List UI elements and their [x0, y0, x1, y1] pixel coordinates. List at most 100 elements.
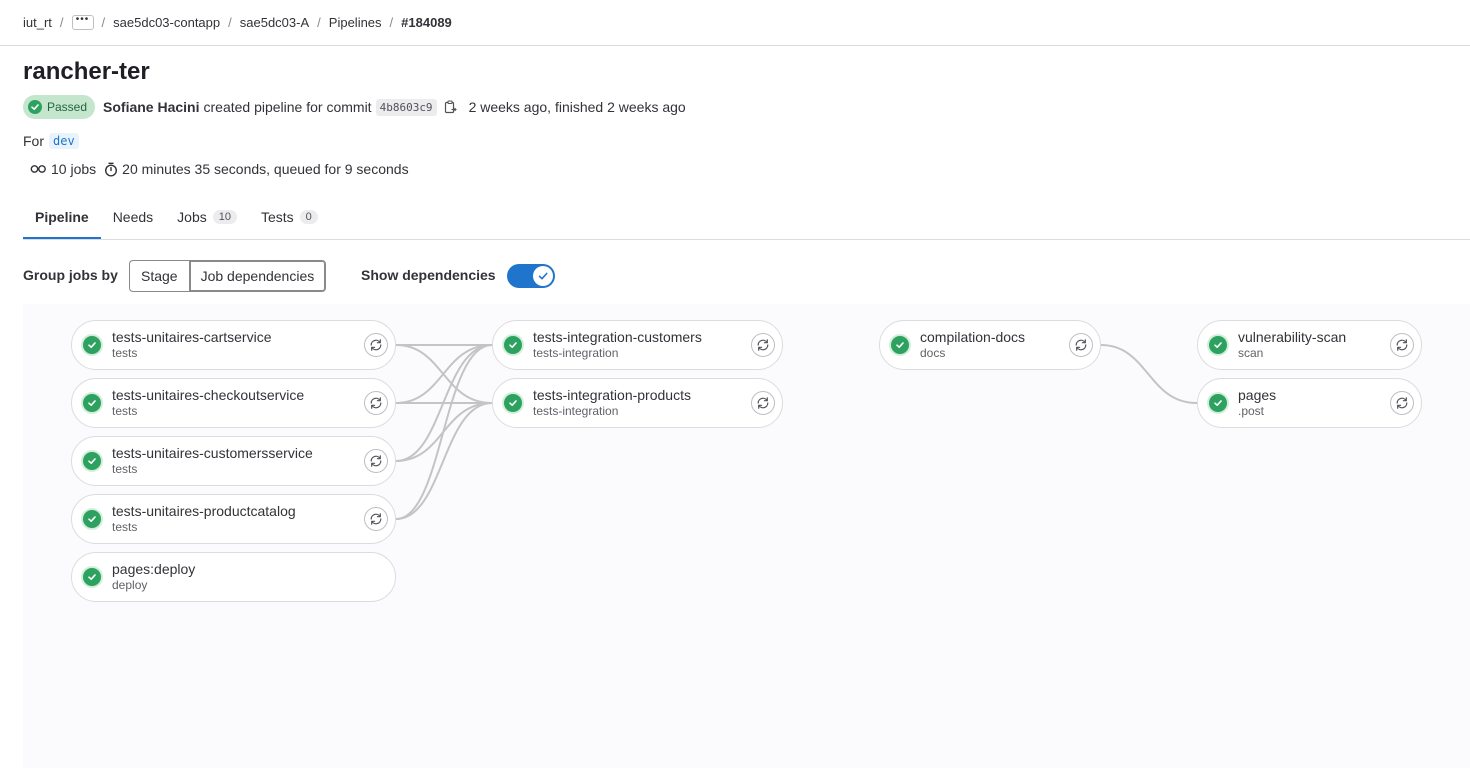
commit-sha[interactable]: 4b8603c9	[375, 98, 437, 116]
retry-icon[interactable]	[364, 449, 388, 473]
jobs-stat: 10 jobs	[30, 161, 96, 177]
group-by-toggle: Stage Job dependencies	[129, 260, 327, 292]
job-name: pages	[1238, 387, 1277, 403]
job-name: tests-unitaires-cartservice	[112, 329, 272, 345]
toggle-knob	[533, 266, 553, 286]
breadcrumb-subgroup[interactable]: sae5dc03-contapp	[113, 14, 221, 30]
job-name: tests-unitaires-checkoutservice	[112, 387, 305, 403]
author-link[interactable]: Sofiane Hacini	[103, 99, 200, 115]
job-name: tests-integration-customers	[533, 329, 702, 345]
job-stage: deploy	[112, 578, 148, 592]
group-by-stage-button[interactable]: Stage	[129, 260, 189, 292]
job-stage: tests	[112, 404, 138, 418]
job-stage: tests-integration	[533, 346, 619, 360]
retry-icon[interactable]	[751, 333, 775, 357]
tab-pipeline[interactable]: Pipeline	[23, 195, 101, 239]
retry-icon[interactable]	[751, 391, 775, 415]
retry-icon[interactable]	[364, 391, 388, 415]
group-by-dependencies-button[interactable]: Job dependencies	[188, 260, 327, 292]
retry-icon[interactable]	[364, 333, 388, 357]
job-stage: docs	[920, 346, 946, 360]
status-badge-label: Passed	[47, 100, 88, 114]
tab-label: Jobs	[177, 209, 207, 225]
job-stage: scan	[1238, 346, 1264, 360]
job-stage: tests-integration	[533, 404, 619, 418]
breadcrumb-project[interactable]: sae5dc03-A	[239, 14, 310, 30]
status-success-icon	[81, 392, 103, 414]
status-success-icon	[889, 334, 911, 356]
tab-label: Tests	[260, 209, 294, 225]
pipeline-stats: 10 jobs 20 minutes 35 seconds, queued fo…	[30, 159, 417, 179]
job-name: pages:deploy	[112, 561, 196, 577]
retry-icon[interactable]	[364, 507, 388, 531]
retry-icon[interactable]	[1390, 333, 1414, 357]
breadcrumb: iut_rt / ••• / sae5dc03-contapp / sae5dc…	[23, 13, 452, 31]
jobs-count: 10 jobs	[51, 161, 97, 177]
duration-text: 20 minutes 35 seconds, queued for 9 seco…	[122, 161, 409, 177]
copy-icon[interactable]	[443, 99, 459, 115]
dependency-links	[395, 344, 1198, 520]
show-dependencies-toggle[interactable]	[507, 264, 555, 288]
dependency-link	[395, 344, 493, 520]
breadcrumb-group[interactable]: iut_rt	[23, 14, 52, 30]
status-success-icon	[1207, 334, 1229, 356]
tab-tests[interactable]: Tests 0	[249, 195, 330, 239]
breadcrumb-pipelines[interactable]: Pipelines	[328, 14, 382, 30]
breadcrumb-separator: /	[228, 14, 232, 30]
tabs-divider	[23, 239, 1470, 240]
status-success-icon	[81, 566, 103, 588]
pipeline-info: Passed Sofiane Hacini created pipeline f…	[23, 95, 686, 119]
dependency-link	[395, 344, 493, 462]
status-success-icon	[502, 392, 524, 414]
dependency-link	[1100, 344, 1198, 404]
retry-icon[interactable]	[1390, 391, 1414, 415]
timer-icon	[105, 162, 118, 177]
tab-needs[interactable]: Needs	[101, 195, 165, 239]
tab-count-badge: 0	[299, 210, 318, 224]
pipeline-action-text: created pipeline for commit	[203, 99, 372, 115]
job-name: tests-integration-products	[533, 387, 691, 403]
job-name: tests-unitaires-productcatalog	[112, 503, 296, 519]
header-divider	[0, 45, 1470, 46]
status-success-icon	[81, 334, 103, 356]
job-name: tests-unitaires-customersservice	[112, 445, 313, 461]
retry-icon[interactable]	[1069, 333, 1093, 357]
job-stage: .post	[1238, 404, 1265, 418]
tab-jobs[interactable]: Jobs 10	[165, 195, 249, 239]
status-success-icon	[81, 450, 103, 472]
status-success-icon	[1207, 392, 1229, 414]
breadcrumb-more-button[interactable]: •••	[71, 14, 94, 30]
check-icon	[538, 272, 548, 280]
pipeline-ref: For dev	[23, 131, 79, 151]
tab-label: Needs	[112, 209, 154, 225]
breadcrumb-pipeline-id[interactable]: #184089	[401, 14, 452, 30]
breadcrumb-separator: /	[317, 14, 321, 30]
pipeline-icon	[30, 165, 46, 173]
tab-label: Pipeline	[35, 209, 89, 225]
show-dependencies-label: Show dependencies	[361, 267, 496, 283]
breadcrumb-separator: /	[101, 14, 106, 30]
breadcrumb-separator: /	[59, 14, 64, 30]
status-badge[interactable]: Passed	[23, 95, 96, 119]
pipeline-time: 2 weeks ago, finished 2 weeks ago	[468, 99, 686, 115]
job-node[interactable]: pages.post	[1197, 378, 1422, 428]
tab-count-badge: 10	[212, 210, 237, 224]
job-name: compilation-docs	[920, 329, 1026, 345]
ref-prefix: For	[23, 133, 44, 149]
branch-ref-link[interactable]: dev	[49, 133, 79, 149]
status-success-icon	[81, 508, 103, 530]
status-success-icon	[502, 334, 524, 356]
group-jobs-label: Group jobs by	[23, 267, 118, 283]
job-stage: tests	[112, 520, 138, 534]
job-stage: tests	[112, 462, 138, 476]
dependency-link	[395, 344, 493, 404]
